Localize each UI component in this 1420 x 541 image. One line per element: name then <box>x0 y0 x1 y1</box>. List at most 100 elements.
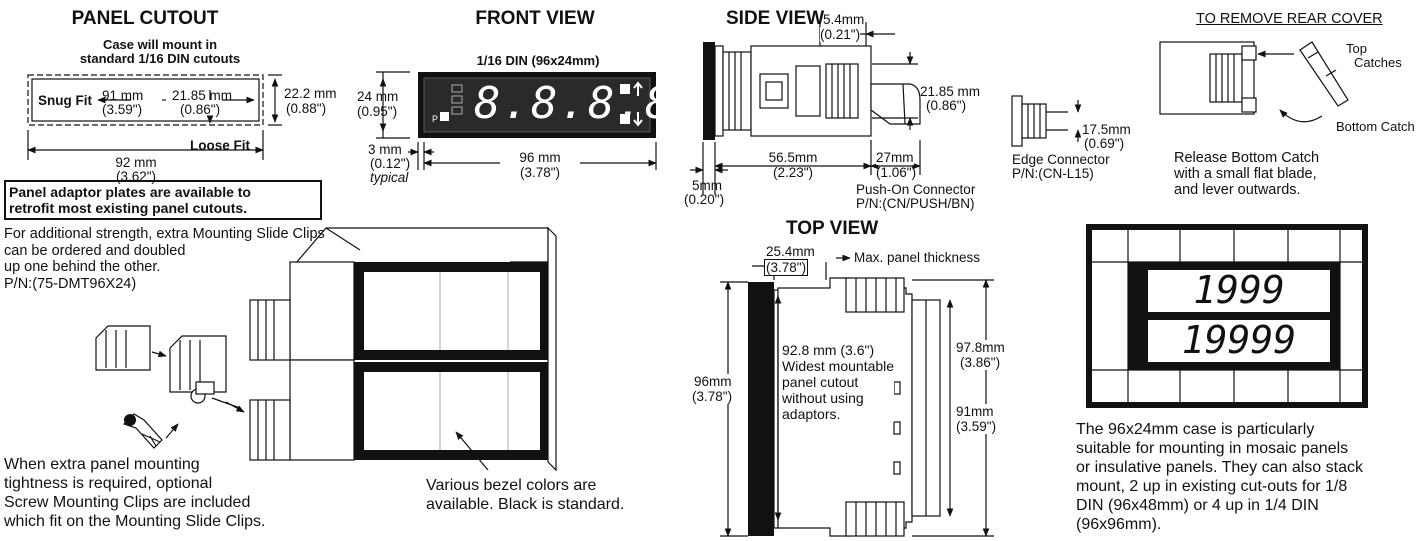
side-lip-mm: 5.4mm <box>823 12 865 27</box>
slide-clip-1 <box>95 325 151 371</box>
loose-fit-label: Loose Fit <box>190 138 250 153</box>
top-catches-label-1: Top <box>1346 41 1367 56</box>
top-bezel <box>748 282 774 536</box>
strength-note-line-3: up one behind the other. <box>4 259 161 275</box>
screw-note-line-2: tightness is required, optional <box>4 475 213 492</box>
top-overall-mm: 97.8mm <box>956 340 1005 355</box>
top-height-mm: 96mm <box>694 374 732 389</box>
bezel-note-line-1: Various bezel colors are <box>426 477 597 494</box>
top-height-in: (3.78") <box>692 389 733 404</box>
cutout-depth-in: (0.88") <box>286 101 327 116</box>
front-height-mm: 24 mm <box>357 89 399 104</box>
case-note-line-1: Case will mount in <box>102 37 218 52</box>
front-view-drawing <box>376 71 657 170</box>
top-view-heading: TOP VIEW <box>786 218 879 239</box>
widest-note-line-2: Widest mountable <box>782 358 895 374</box>
mosaic-desc-line-1: The 96x24mm case is particularly <box>1076 421 1315 438</box>
strength-note: For additional strength, extra Mounting … <box>4 226 325 292</box>
case-note-line-2: standard 1/16 DIN cutouts <box>79 51 241 66</box>
mosaic-desc-line-5: DIN (96x48mm) or 4 up in 1/4 DIN <box>1076 497 1319 514</box>
rear-cover-heading: TO REMOVE REAR COVER <box>1196 11 1383 27</box>
max-panel-thickness-label: Max. panel thickness <box>854 250 981 265</box>
din-size-label: 1/16 DIN (96x24mm) <box>476 53 600 68</box>
cutout-width-mm: 91 mm <box>102 88 144 103</box>
side-bezel-in: (0.20") <box>684 192 725 207</box>
cutout-height-mm: 21.85 mm <box>172 88 233 103</box>
widest-note-line-3: panel cutout <box>782 374 859 390</box>
front-width-mm: 96 mm <box>500 150 580 165</box>
cutout-width-in: (3.59") <box>102 102 143 117</box>
mosaic-desc-line-2: suitable for mounting in mosaic panels <box>1076 440 1349 457</box>
adaptor-note-line-1: Panel adaptor plates are available to <box>9 184 251 200</box>
bezel-thickness-in: (0.12") <box>370 156 411 171</box>
mosaic-reading-1: 1999 <box>1193 268 1285 312</box>
side-bezel-mm: 5mm <box>692 178 722 193</box>
top-overall-in: (3.86") <box>960 355 1001 370</box>
mosaic-panel-drawing <box>1086 224 1368 408</box>
mosaic-desc-line-6: (96x96mm). <box>1076 516 1162 533</box>
mosaic-description: The 96x24mm case is particularly suitabl… <box>1076 420 1416 534</box>
mosaic-desc-line-3: or insulative panels. They can also stac… <box>1076 459 1363 476</box>
cutout-outline <box>27 74 264 126</box>
edge-connector-mm: 17.5mm <box>1082 122 1131 137</box>
bezel-note-line-2: available. Black is standard. <box>426 496 625 513</box>
front-view-heading: FRONT VIEW <box>475 8 595 29</box>
slide-clip-2 <box>169 335 227 393</box>
panel-thickness-in: (3.78") <box>764 259 809 276</box>
screw-note-line-1: When extra panel mounting <box>4 456 200 473</box>
side-view-drawing <box>690 22 921 195</box>
p-button-label: P <box>432 114 439 124</box>
overall-width-mm: 92 mm <box>115 155 157 170</box>
push-on-connector-pn: P/N:(CN/PUSH/BN) <box>856 196 975 211</box>
bezel-color-note: Various bezel colors are available. Blac… <box>426 476 624 514</box>
edge-connector-in: (0.69") <box>1084 136 1125 151</box>
panel-cutout-drawing <box>27 74 282 160</box>
widest-cutout-note: 92.8 mm (3.6") Widest mountable panel cu… <box>782 342 895 422</box>
top-body-mm: 91mm <box>956 404 994 419</box>
panel-cutout-heading: PANEL CUTOUT <box>71 8 219 29</box>
edge-connector-drawing <box>1011 95 1082 147</box>
bezel-thickness-mm: 3 mm <box>368 142 402 157</box>
side-lip-in: (0.21") <box>820 27 861 42</box>
side-depth-in: (2.23") <box>772 165 814 180</box>
rear-cover-drawing <box>1159 41 1349 123</box>
widest-note-line-5: adaptors. <box>782 406 841 422</box>
mosaic-desc-line-4: mount, 2 up in existing cut-outs for 1/8 <box>1076 478 1348 495</box>
front-width-in: (3.78") <box>519 165 561 180</box>
side-view-heading: SIDE VIEW <box>726 8 825 29</box>
release-note-2: with a small flat blade, <box>1174 166 1317 182</box>
side-height-in: (0.86") <box>926 98 967 113</box>
typical-label: typical <box>370 170 409 185</box>
side-bezel <box>703 42 715 140</box>
push-on-connector-label: Push-On Connector <box>856 182 976 197</box>
cutout-height-in: (0.86") <box>180 102 221 117</box>
release-note-1: Release Bottom Catch <box>1174 150 1320 166</box>
connector-depth-in: (1.06") <box>876 165 917 180</box>
front-height-in: (0.95") <box>357 104 398 119</box>
side-depth-mm: 56.5mm <box>758 150 828 165</box>
stacked-units-drawing <box>95 226 557 472</box>
widest-note-line-4: without using <box>782 390 864 406</box>
bottom-catch-label: Bottom Catch <box>1336 119 1415 134</box>
screw-note-line-3: Screw Mounting Clips are included <box>4 494 251 511</box>
screw-note-line-4: which fit on the Mounting Slide Clips. <box>4 513 266 530</box>
mosaic-reading-2: 19999 <box>1181 318 1297 362</box>
strength-note-line-1: For additional strength, extra Mounting … <box>4 226 325 242</box>
screw-clip-note: When extra panel mounting tightness is r… <box>4 455 265 531</box>
side-height-mm: 21.85 mm <box>920 84 981 99</box>
widest-note-line-1: 92.8 mm (3.6") <box>782 342 875 358</box>
front-display-digits: 8.8.8.8 <box>474 78 674 129</box>
cutout-depth-mm: 22.2 mm <box>284 86 337 101</box>
edge-connector-label: Edge Connector <box>1012 152 1110 167</box>
adaptor-note-box: Panel adaptor plates are available to re… <box>4 180 322 220</box>
top-body-in: (3.59") <box>956 419 997 434</box>
connector-depth-mm: 27mm <box>876 150 914 165</box>
strength-note-line-4: P/N:(75-DMT96X24) <box>4 275 137 292</box>
adaptor-note-line-2: retrofit most existing panel cutouts. <box>9 200 248 216</box>
strength-note-line-2: can be ordered and doubled <box>4 242 186 259</box>
release-note-3: and lever outwards. <box>1174 182 1301 198</box>
panel-thickness-mm: 25.4mm <box>766 244 815 259</box>
top-catches-label-2: Catches <box>1354 55 1402 70</box>
edge-connector-pn: P/N:(CN-L15) <box>1012 166 1094 181</box>
